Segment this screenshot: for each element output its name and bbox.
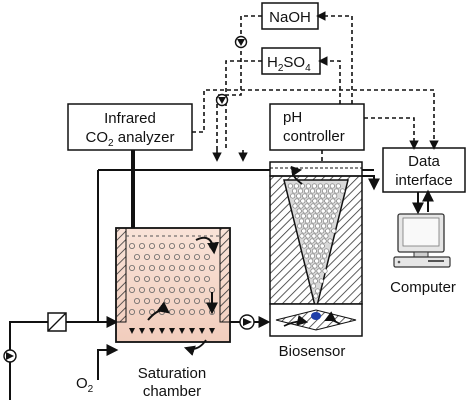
saturation-chamber	[115, 227, 231, 356]
sparger	[129, 328, 215, 334]
biosensor-pump	[239, 314, 255, 330]
o2-label: O2	[76, 375, 94, 395]
naoh-feed-line	[216, 15, 262, 150]
biosensor-label: Biosensor	[279, 343, 346, 360]
solid-flow-lines	[9, 150, 434, 400]
data-interface-box: Data interface	[382, 147, 466, 193]
h2so4-label: H2SO4	[267, 54, 311, 74]
naoh-label: NaOH	[269, 9, 311, 26]
ph-to-h2so4	[318, 56, 341, 104]
ph-to-data-interface	[364, 117, 419, 150]
o2-feed-line	[97, 344, 119, 380]
naoh-box: NaOH	[261, 2, 319, 30]
interface-label: interface	[395, 172, 453, 189]
h2so4-feed-line	[225, 60, 262, 150]
naoh-pump	[234, 35, 248, 49]
computer-label: Computer	[390, 279, 456, 296]
dashed-signal-lines	[192, 11, 439, 168]
h2so4-box: H2SO4	[261, 47, 321, 75]
controller-label: controller	[283, 128, 345, 145]
inlet-filter	[47, 312, 67, 332]
inlet-pump	[3, 349, 17, 363]
chamber-label: chamber	[143, 383, 201, 400]
infrared-co2-analyzer-box: Infrared CO2 analyzer	[67, 103, 193, 151]
ph-to-naoh	[316, 11, 353, 104]
saturation-label: Saturation	[138, 365, 206, 382]
biosensor-beads	[287, 183, 346, 299]
inlet-line	[9, 321, 48, 400]
biosensor	[269, 161, 363, 337]
ph-controller-box: pH controller	[269, 103, 365, 151]
data-label: Data	[408, 153, 440, 170]
ph-label: pH	[283, 109, 302, 126]
h2so4-pump	[215, 93, 229, 107]
analyzer-to-data-interface	[192, 89, 439, 150]
co2-analyzer-label: CO2 analyzer	[86, 129, 175, 149]
computer-icon	[393, 213, 451, 268]
infrared-label: Infrared	[104, 110, 156, 127]
